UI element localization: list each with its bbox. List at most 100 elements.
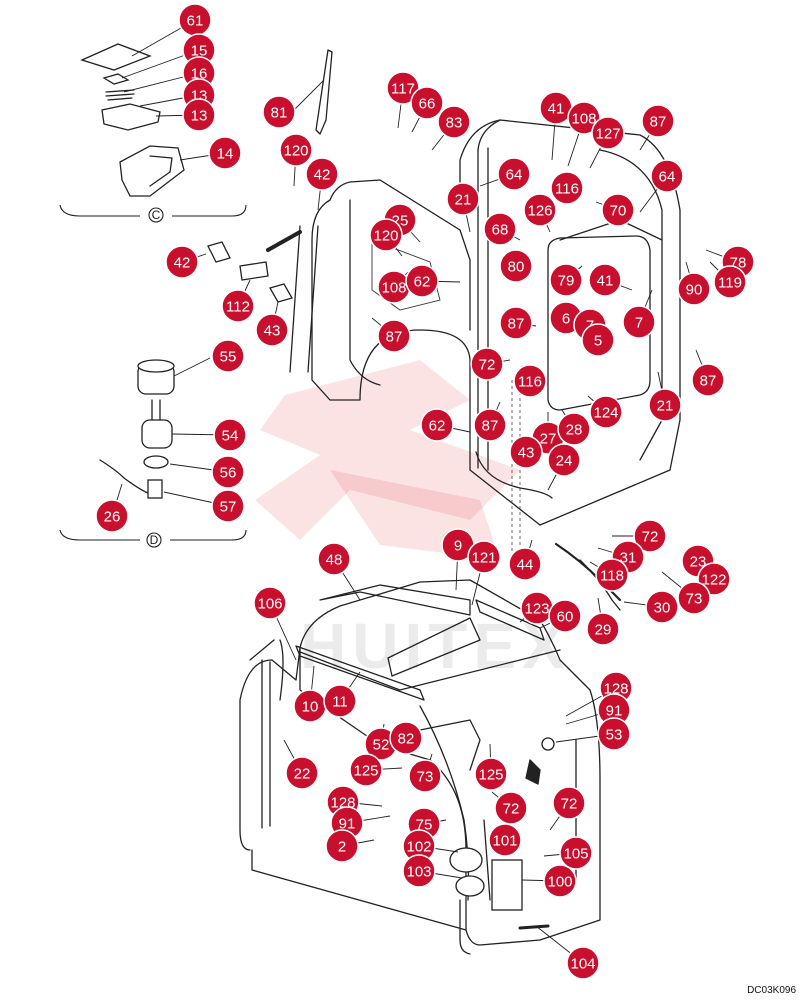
callout-marker [182, 98, 216, 132]
callout-42: 42 [165, 245, 199, 279]
callout-label: 14 [217, 146, 234, 163]
upper-cab-frame [266, 49, 681, 560]
callout-label: 48 [326, 552, 343, 569]
callout-label: 61 [187, 13, 204, 30]
callout-label: 41 [597, 273, 614, 290]
callout-102: 102 [402, 829, 436, 863]
callout-label: 127 [595, 126, 620, 143]
callout-marker [566, 946, 600, 980]
callout-marker [549, 263, 583, 297]
callout-87: 87 [473, 408, 507, 442]
callout-48: 48 [317, 542, 351, 576]
callout-72: 72 [494, 791, 528, 825]
callout-marker [408, 759, 442, 793]
callout-127: 127 [591, 116, 625, 150]
callout-26: 26 [95, 499, 129, 533]
callout-label: 54 [222, 428, 239, 445]
callout-103: 103 [402, 854, 436, 888]
callout-marker [691, 363, 725, 397]
callout-83: 83 [437, 105, 471, 139]
callout-label: 64 [506, 167, 523, 184]
callout-marker [410, 86, 444, 120]
callout-label: 108 [381, 280, 406, 297]
callout-label: 64 [659, 169, 676, 186]
callout-label: 87 [650, 114, 667, 131]
callout-label: 7 [635, 315, 643, 332]
callout-label: 10 [302, 699, 319, 716]
section-label-d: D [150, 533, 159, 547]
callout-marker [552, 786, 586, 820]
callout-30: 30 [645, 590, 679, 624]
callout-label: 117 [391, 81, 415, 98]
section-c-detail: C [59, 43, 247, 223]
callout-marker [402, 854, 436, 888]
callout-label: 6 [562, 311, 570, 328]
callout-marker [591, 116, 625, 150]
callout-label: 2 [338, 839, 346, 856]
callout-marker [557, 412, 591, 446]
callout-marker [253, 586, 287, 620]
callout-label: 81 [271, 105, 288, 122]
callout-55: 55 [211, 339, 245, 373]
callout-marker [589, 395, 623, 429]
callout-label: 70 [610, 203, 627, 220]
callout-marker [483, 212, 517, 246]
callout-label: 101 [492, 833, 517, 850]
callout-marker [548, 599, 582, 633]
callout-5: 5 [581, 323, 615, 357]
callout-116: 116 [513, 364, 547, 398]
callout-label: 13 [191, 108, 208, 125]
callout-label: 75 [416, 817, 433, 834]
callout-marker [523, 193, 557, 227]
callout-61: 61 [178, 3, 212, 37]
callout-label: 73 [686, 591, 703, 608]
callout-87: 87 [691, 363, 725, 397]
callout-122: 122 [697, 562, 731, 596]
callout-marker [499, 249, 533, 283]
callout-marker [586, 612, 620, 646]
callout-marker [405, 264, 439, 298]
callout-label: 66 [419, 96, 436, 113]
callout-marker [633, 519, 667, 553]
callout-72: 72 [470, 347, 504, 381]
callout-marker [550, 171, 584, 205]
callout-label: 72 [561, 796, 578, 813]
callout-120: 120 [369, 218, 403, 252]
callout-79: 79 [549, 263, 583, 297]
callout-marker [494, 791, 528, 825]
section-label-c: C [152, 208, 161, 222]
callout-label: 21 [455, 192, 472, 209]
callout-marker [581, 323, 615, 357]
callout-label: 52 [373, 737, 390, 754]
callout-marker [641, 104, 675, 138]
callout-marker [567, 101, 601, 135]
callout-marker [305, 157, 339, 191]
callout-116: 116 [550, 171, 584, 205]
callout-label: 103 [406, 864, 431, 881]
callout-label: 126 [527, 203, 552, 220]
callout-123: 123 [520, 591, 554, 625]
callout-label: 24 [556, 453, 573, 470]
callout-marker [255, 313, 289, 347]
callout-70: 70 [601, 193, 635, 227]
callout-marker [595, 558, 629, 592]
callout-label: 55 [220, 349, 237, 366]
callout-label: 44 [517, 557, 534, 574]
callout-marker [601, 193, 635, 227]
callout-marker [208, 136, 242, 170]
callout-label: 121 [471, 550, 496, 567]
callout-125: 125 [474, 757, 508, 791]
callout-marker [473, 408, 507, 442]
callout-104: 104 [566, 946, 600, 980]
callout-80: 80 [499, 249, 533, 283]
callout-label: 118 [600, 568, 624, 585]
callout-marker [622, 305, 656, 339]
callout-label: 16 [191, 66, 208, 83]
callout-marker [648, 388, 682, 422]
callout-marker [513, 364, 547, 398]
callout-marker [211, 455, 245, 489]
callout-marker [317, 542, 351, 576]
callout-label: 5 [594, 333, 602, 350]
